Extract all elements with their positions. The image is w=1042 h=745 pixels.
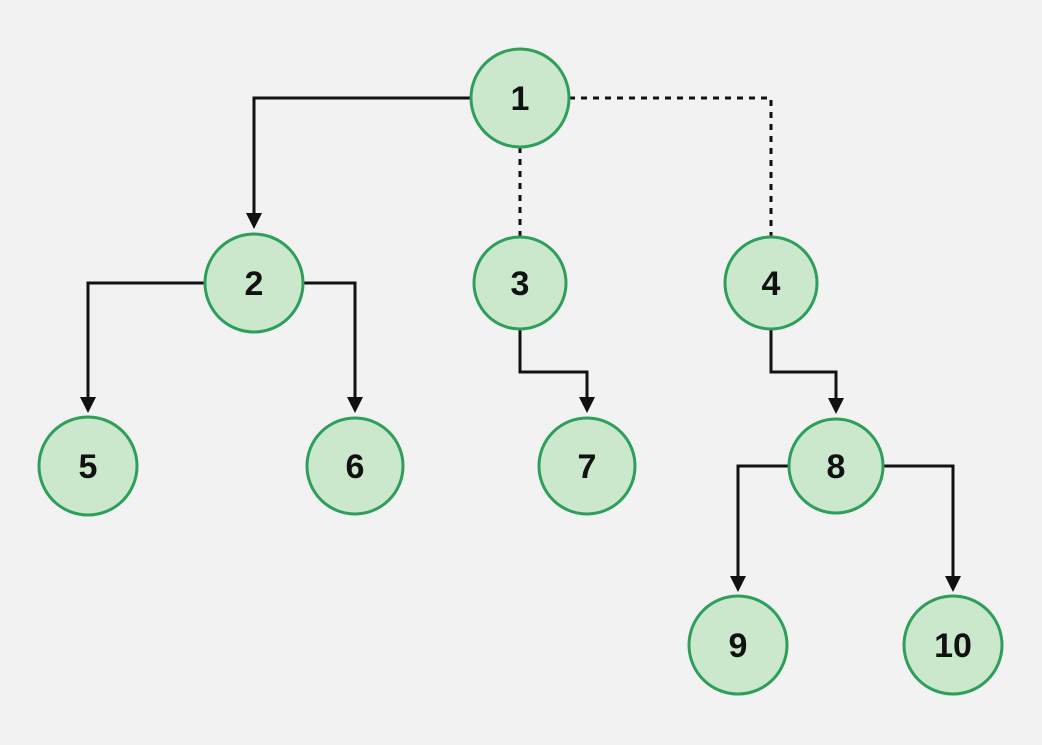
arrowhead-icon [246, 213, 262, 229]
edge-3-to-7 [518, 329, 595, 413]
node-circle[interactable] [687, 594, 789, 696]
node-circle[interactable] [723, 235, 819, 331]
tree-node-2[interactable]: 2 [203, 232, 305, 334]
edge-1-to-4 [569, 96, 773, 237]
tree-node-4[interactable]: 4 [723, 235, 819, 331]
edge-4-to-8 [769, 329, 844, 414]
node-circle[interactable] [902, 594, 1004, 696]
edge-2-to-5 [80, 281, 205, 413]
tree-node-9[interactable]: 9 [687, 594, 789, 696]
tree-node-6[interactable]: 6 [305, 416, 405, 516]
node-circle[interactable] [37, 415, 139, 517]
edge-line [252, 96, 471, 213]
edge-2-to-6 [303, 281, 363, 413]
edge-line [518, 329, 589, 397]
edge-line [769, 329, 838, 398]
edges-layer [80, 96, 961, 592]
node-circle[interactable] [787, 417, 885, 515]
edge-line [303, 281, 357, 397]
tree-node-5[interactable]: 5 [37, 415, 139, 517]
arrowhead-icon [945, 576, 961, 592]
edge-line [883, 464, 955, 576]
arrowhead-icon [730, 576, 746, 592]
edge-line [569, 96, 773, 237]
arrowhead-icon [80, 397, 96, 413]
edge-8-to-9 [730, 464, 789, 592]
arrowhead-icon [828, 398, 844, 414]
node-circle[interactable] [305, 416, 405, 516]
edge-8-to-10 [883, 464, 961, 592]
edge-1-to-2 [246, 96, 471, 229]
tree-node-7[interactable]: 7 [537, 416, 637, 516]
arrowhead-icon [579, 397, 595, 413]
tree-node-1[interactable]: 1 [469, 47, 571, 149]
edge-line [86, 281, 205, 397]
node-circle[interactable] [472, 235, 568, 331]
tree-node-8[interactable]: 8 [787, 417, 885, 515]
node-circle[interactable] [469, 47, 571, 149]
edge-line [736, 464, 789, 576]
node-circle[interactable] [203, 232, 305, 334]
tree-node-10[interactable]: 10 [902, 594, 1004, 696]
tree-node-3[interactable]: 3 [472, 235, 568, 331]
arrowhead-icon [347, 397, 363, 413]
node-circle[interactable] [537, 416, 637, 516]
